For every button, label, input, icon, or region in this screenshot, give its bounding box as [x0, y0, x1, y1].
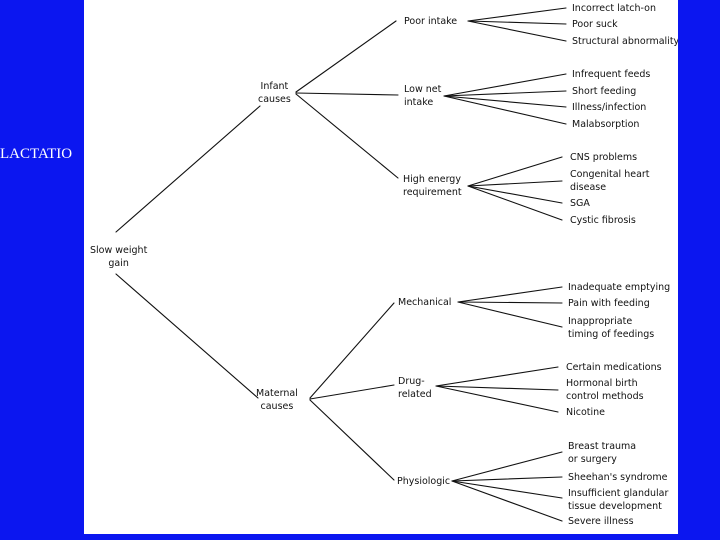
connector-sga — [467, 185, 563, 204]
connector-cystic — [467, 185, 563, 221]
infant-label-line2: causes — [258, 94, 291, 105]
mechanical-label: Mechanical — [398, 297, 452, 308]
cause-poor-suck: Poor suck — [572, 19, 618, 30]
cause-pain: Pain with feeding — [568, 298, 650, 309]
high-energy-node: High energy requirement — [403, 173, 462, 199]
connector-illness — [443, 95, 567, 108]
connector-glandular — [451, 480, 563, 499]
connector-root-infant — [115, 105, 261, 233]
drug-related-line2: related — [398, 389, 432, 400]
connector-cns — [467, 156, 563, 187]
connector-congenital — [467, 180, 563, 187]
root-node: Slow weight gain — [90, 244, 147, 270]
infant-label-line1: Infant — [260, 81, 289, 92]
tree-connectors — [115, 7, 567, 522]
connector-malabsorption — [443, 95, 567, 125]
connector-infant-high-energy — [295, 93, 399, 179]
cause-glandular-line1: Insufficient glandular — [568, 488, 669, 499]
low-net-intake-line2: intake — [404, 97, 434, 108]
connector-infant-poor-intake — [295, 20, 397, 93]
cause-sga: SGA — [570, 198, 590, 209]
diagram-panel: Slow weight gain Infant causes Poor inta… — [84, 0, 678, 534]
poor-intake-label: Poor intake — [404, 16, 458, 27]
connector-inadequate — [457, 286, 563, 303]
cause-congenital: Congenital heart disease — [570, 168, 650, 194]
connector-medications — [435, 366, 559, 387]
low-net-intake-line1: Low net — [404, 84, 442, 95]
maternal-label-line1: Maternal — [256, 388, 298, 399]
cause-cystic: Cystic fibrosis — [570, 215, 636, 226]
infant-causes-node: Infant causes — [258, 80, 291, 106]
root-label-line2: gain — [108, 258, 129, 269]
cause-glandular: Insufficient glandular tissue developmen… — [568, 487, 668, 513]
cause-malabsorption: Malabsorption — [572, 119, 640, 130]
low-net-intake-node: Low net intake — [404, 83, 441, 109]
physiologic-node: Physiologic — [397, 475, 450, 488]
mechanical-node: Mechanical — [398, 296, 451, 309]
connector-maternal-physiologic — [309, 399, 395, 481]
drug-related-line1: Drug- — [398, 376, 425, 387]
cause-latch: Incorrect latch-on — [572, 3, 656, 14]
cause-breast-trauma: Breast trauma or surgery — [568, 440, 636, 466]
connector-poor-suck — [467, 20, 567, 25]
cause-inadequate: Inadequate emptying — [568, 282, 671, 293]
connector-infrequent — [443, 73, 567, 97]
connector-maternal-mechanical — [309, 302, 395, 399]
cause-congenital-line2: disease — [570, 182, 607, 193]
cause-glandular-line2: tissue development — [568, 501, 662, 512]
connector-infant-low-net-intake — [295, 92, 399, 96]
cause-hormonal-line2: control methods — [566, 391, 644, 402]
connector-nicotine — [435, 385, 559, 413]
high-energy-line2: requirement — [403, 187, 462, 198]
connector-breast-trauma — [451, 451, 563, 482]
cause-hormonal-line1: Hormonal birth — [566, 378, 638, 389]
cause-nicotine: Nicotine — [566, 407, 606, 418]
connector-timing — [457, 301, 563, 328]
connector-latch — [467, 7, 567, 22]
maternal-causes-node: Maternal causes — [256, 387, 298, 413]
cause-breast-trauma-line1: Breast trauma — [568, 441, 637, 452]
slide-title: LACTATIO — [0, 146, 73, 162]
cause-breast-trauma-line2: or surgery — [568, 454, 617, 465]
connector-maternal-drug-related — [309, 384, 395, 400]
root-label-line1: Slow weight — [90, 245, 148, 256]
connector-sheehan — [451, 476, 563, 482]
cause-infrequent: Infrequent feeds — [572, 69, 651, 80]
cause-hormonal: Hormonal birth control methods — [566, 377, 644, 403]
cause-cns: CNS problems — [570, 152, 638, 163]
connector-pain — [457, 301, 563, 304]
cause-timing: Inappropriate timing of feedings — [568, 315, 654, 341]
cause-congenital-line1: Congenital heart — [570, 169, 650, 180]
cause-sheehan: Sheehan's syndrome — [568, 472, 668, 483]
connector-root-maternal — [115, 273, 259, 399]
poor-intake-node: Poor intake — [404, 15, 457, 28]
connector-severe-illness — [451, 480, 563, 522]
physiologic-label: Physiologic — [397, 476, 451, 487]
connector-hormonal — [435, 385, 559, 391]
drug-related-node: Drug- related — [398, 375, 432, 401]
cause-medications: Certain medications — [566, 362, 662, 373]
cause-timing-line2: timing of feedings — [568, 329, 655, 340]
cause-structural: Structural abnormality — [572, 36, 678, 47]
cause-illness: Illness/infection — [572, 102, 647, 113]
maternal-label-line2: causes — [260, 401, 294, 412]
connector-short-feeding — [443, 90, 567, 97]
cause-severe-illness: Severe illness — [568, 516, 634, 527]
high-energy-line1: High energy — [403, 174, 461, 185]
connector-structural — [467, 20, 567, 42]
cause-timing-line1: Inappropriate — [568, 316, 633, 327]
cause-short-feeding: Short feeding — [572, 86, 637, 97]
